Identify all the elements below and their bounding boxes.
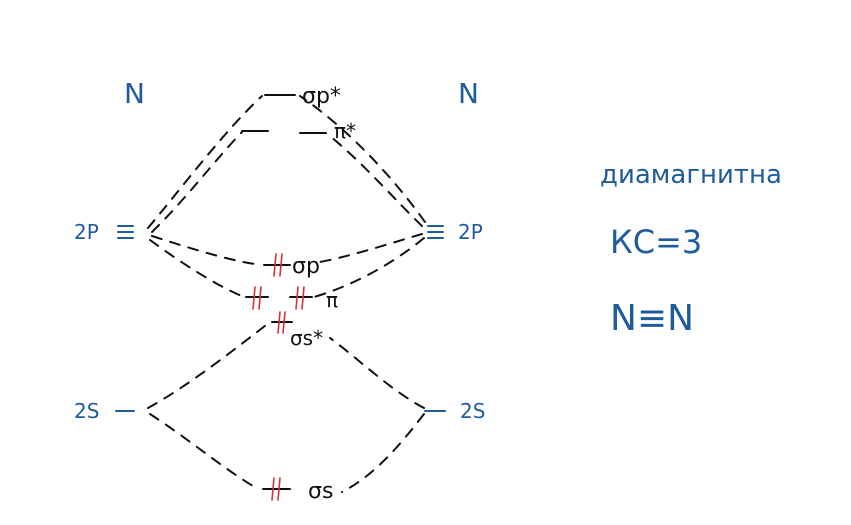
right-2p-levels	[427, 225, 444, 239]
correlation-lines	[147, 95, 426, 493]
pi-label: π	[326, 288, 338, 312]
sigma-s-label: σs	[308, 479, 333, 504]
right-2p-label: 2P	[458, 220, 483, 244]
left-2p-levels	[117, 225, 134, 239]
right-2s-label: 2S	[460, 399, 485, 423]
left-2p-label: 2P	[74, 220, 99, 244]
left-2s-label: 2S	[74, 399, 99, 423]
sigma-p-electrons	[273, 253, 283, 277]
sigma-p-star-label: σp*	[302, 84, 341, 109]
sigma-s-star-label: σs*	[290, 326, 323, 350]
sigma-s-electrons	[271, 477, 281, 501]
bond-order-note: КС=3	[610, 223, 702, 261]
formula-note: N≡N	[610, 298, 694, 339]
pi-level-2-electrons	[295, 286, 305, 310]
magnetism-note: диамагнитна	[600, 160, 782, 190]
pi-level-1-electrons	[252, 286, 262, 310]
sigma-p-label: σp	[292, 254, 320, 279]
right-atom-label: N	[458, 77, 479, 110]
sigma-s-star-electrons	[277, 311, 286, 334]
left-atom-label: N	[124, 77, 145, 110]
